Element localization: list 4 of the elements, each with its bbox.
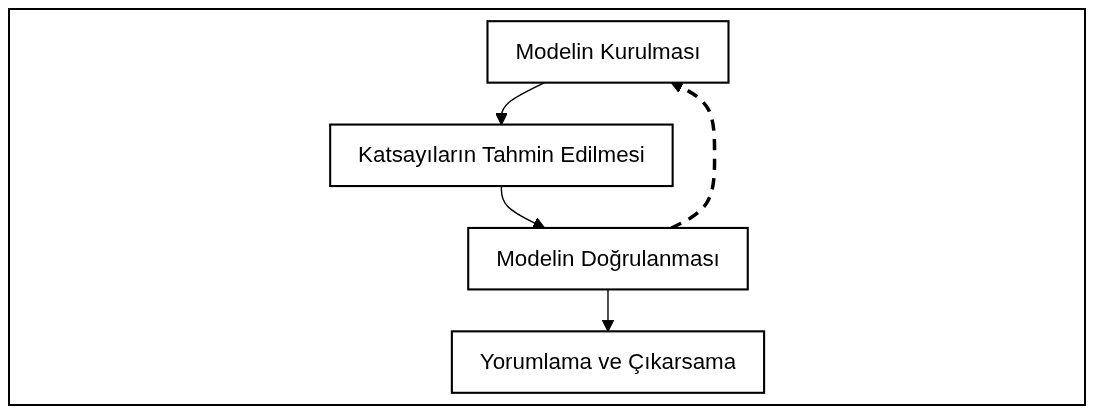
node-box: Modelin Doğrulanması bbox=[467, 226, 749, 291]
node-box: Yorumlama ve Çıkarsama bbox=[450, 330, 765, 394]
node-box: Katsayıların Tahmin Edilmesi bbox=[329, 123, 674, 188]
node-box: Modelin Kurulması bbox=[486, 20, 730, 84]
